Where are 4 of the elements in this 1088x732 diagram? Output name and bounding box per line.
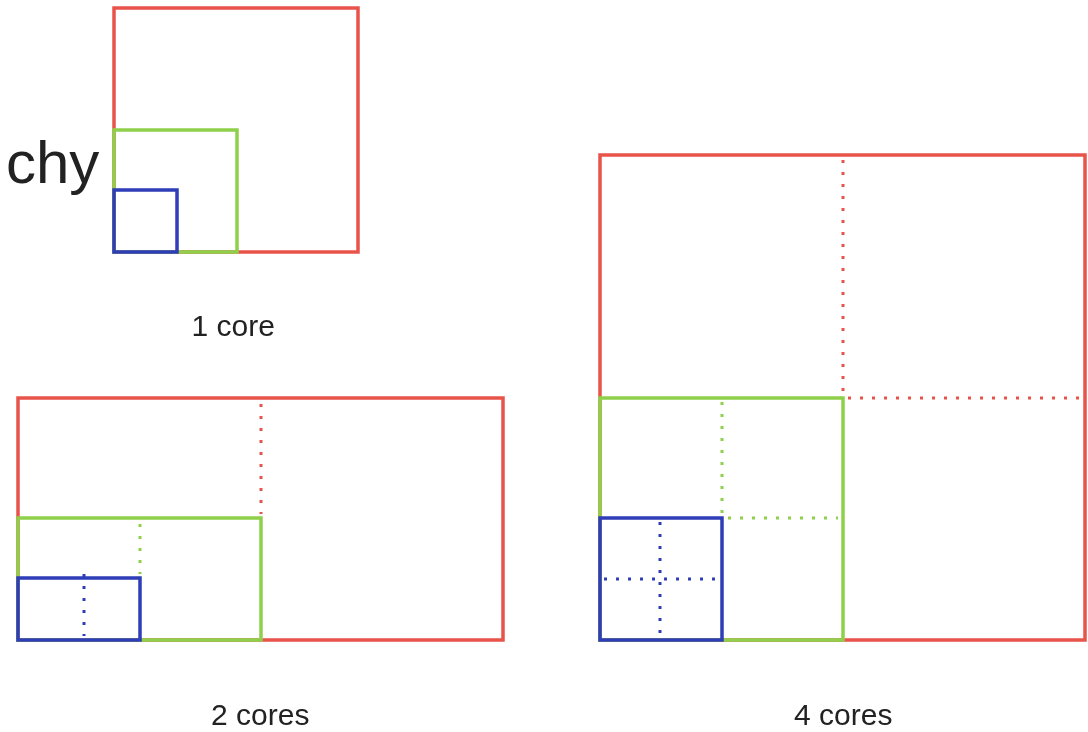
heading-text: chy — [6, 128, 100, 197]
caption: 2 cores — [211, 698, 310, 732]
caption: 1 core — [191, 309, 275, 343]
caption: 4 cores — [794, 698, 893, 732]
